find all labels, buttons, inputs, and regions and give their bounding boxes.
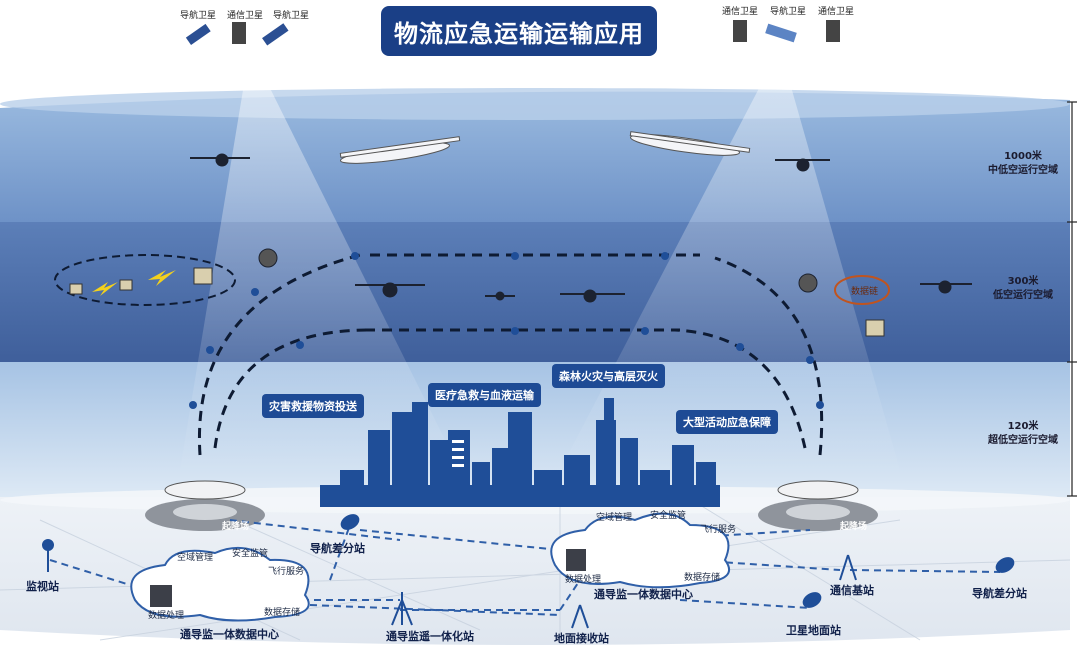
swarm-ellipse bbox=[54, 254, 236, 306]
vertiport-pad-right-center bbox=[786, 504, 850, 520]
data-center-cloud bbox=[130, 512, 731, 622]
tower-icon bbox=[42, 539, 857, 629]
left-satellite-beam bbox=[180, 48, 460, 470]
dish-icon bbox=[340, 514, 1015, 608]
scenario-label-medical: 医疗急救与血液运输 bbox=[428, 383, 541, 407]
altitude-name: 超低空运行空域 bbox=[988, 435, 1058, 446]
altitude-label-300: 300米 低空运行空域 bbox=[978, 275, 1068, 303]
cargo-drone-icon bbox=[69, 267, 885, 337]
satellite-label-left-1: 导航卫星 bbox=[180, 11, 217, 21]
datalink-ring bbox=[834, 275, 890, 305]
altitude-height: 300米 bbox=[1007, 276, 1039, 287]
city-windows bbox=[452, 440, 464, 467]
dc-left-processing: 数据处理 bbox=[148, 611, 185, 621]
dc-left-airspace: 空域管理 bbox=[177, 553, 214, 563]
altitude-height: 120米 bbox=[1007, 421, 1039, 432]
dc-right-safety: 安全监管 bbox=[650, 511, 687, 521]
dc-left-name: 通导监一体数据中心 bbox=[180, 628, 279, 641]
satellite-label-left-2: 通信卫星 bbox=[227, 11, 264, 21]
dc-right-storage: 数据存储 bbox=[684, 573, 721, 583]
scenario-label-fire: 森林火灾与高层灭火 bbox=[552, 364, 665, 388]
dc-right-flight: 飞行服务 bbox=[700, 525, 737, 535]
nav-diff-station-label-left: 导航差分站 bbox=[310, 542, 365, 555]
satellite-ground-station-label: 卫星地面站 bbox=[786, 624, 841, 637]
dc-left-flight: 飞行服务 bbox=[268, 567, 305, 577]
altitude-name: 中低空运行空域 bbox=[988, 165, 1058, 176]
dc-left-safety: 安全监管 bbox=[232, 549, 269, 559]
satellite-label-right-1: 通信卫星 bbox=[722, 7, 759, 17]
vertiport-label-right: 起降场 bbox=[840, 522, 868, 532]
scenario-label-event: 大型活动应急保障 bbox=[676, 410, 778, 434]
scenario-label-disaster: 灾害救援物资投送 bbox=[262, 394, 364, 418]
dc-right-airspace: 空域管理 bbox=[596, 513, 633, 523]
dc-left-storage: 数据存储 bbox=[264, 608, 301, 618]
altitude-label-1000: 1000米 中低空运行空域 bbox=[978, 150, 1068, 178]
lightning-icon bbox=[92, 270, 176, 296]
satellite-label-right-2: 导航卫星 bbox=[770, 7, 807, 17]
satellite-label-left-3: 导航卫星 bbox=[273, 11, 310, 21]
datalink-label: 数据链 bbox=[851, 287, 879, 297]
satellite-label-right-3: 通信卫星 bbox=[818, 7, 855, 17]
page-title: 物流应急运输运输应用 bbox=[381, 6, 657, 56]
layer-top-rim bbox=[0, 88, 1070, 120]
ground-receive-station-label: 地面接收站 bbox=[554, 632, 609, 645]
nav-diff-station-label-right: 导航差分站 bbox=[972, 587, 1027, 600]
drone-icon bbox=[190, 153, 972, 303]
altitude-name: 低空运行空域 bbox=[993, 290, 1053, 301]
altitude-scale bbox=[1067, 101, 1077, 497]
flight-paths bbox=[197, 253, 824, 456]
fixed-wing-aircraft-icon bbox=[339, 131, 751, 164]
evtol-icon bbox=[164, 480, 859, 500]
vertiport-label-left: 起降场 bbox=[222, 522, 250, 532]
dc-right-name: 通导监一体数据中心 bbox=[594, 588, 693, 601]
altitude-height: 1000米 bbox=[1004, 151, 1042, 162]
integrated-station-label: 通导监遥一体化站 bbox=[386, 630, 474, 643]
server-icon bbox=[150, 549, 586, 607]
path-arrow-markers bbox=[189, 252, 824, 409]
comm-base-station-label: 通信基站 bbox=[830, 584, 874, 597]
satellite-icon bbox=[185, 20, 840, 46]
monitor-station-label: 监视站 bbox=[26, 580, 59, 593]
vertiport-pad-left-center bbox=[173, 504, 237, 520]
dc-right-processing: 数据处理 bbox=[565, 575, 602, 585]
altitude-label-120: 120米 超低空运行空域 bbox=[978, 420, 1068, 448]
layer-300m bbox=[0, 222, 1070, 362]
